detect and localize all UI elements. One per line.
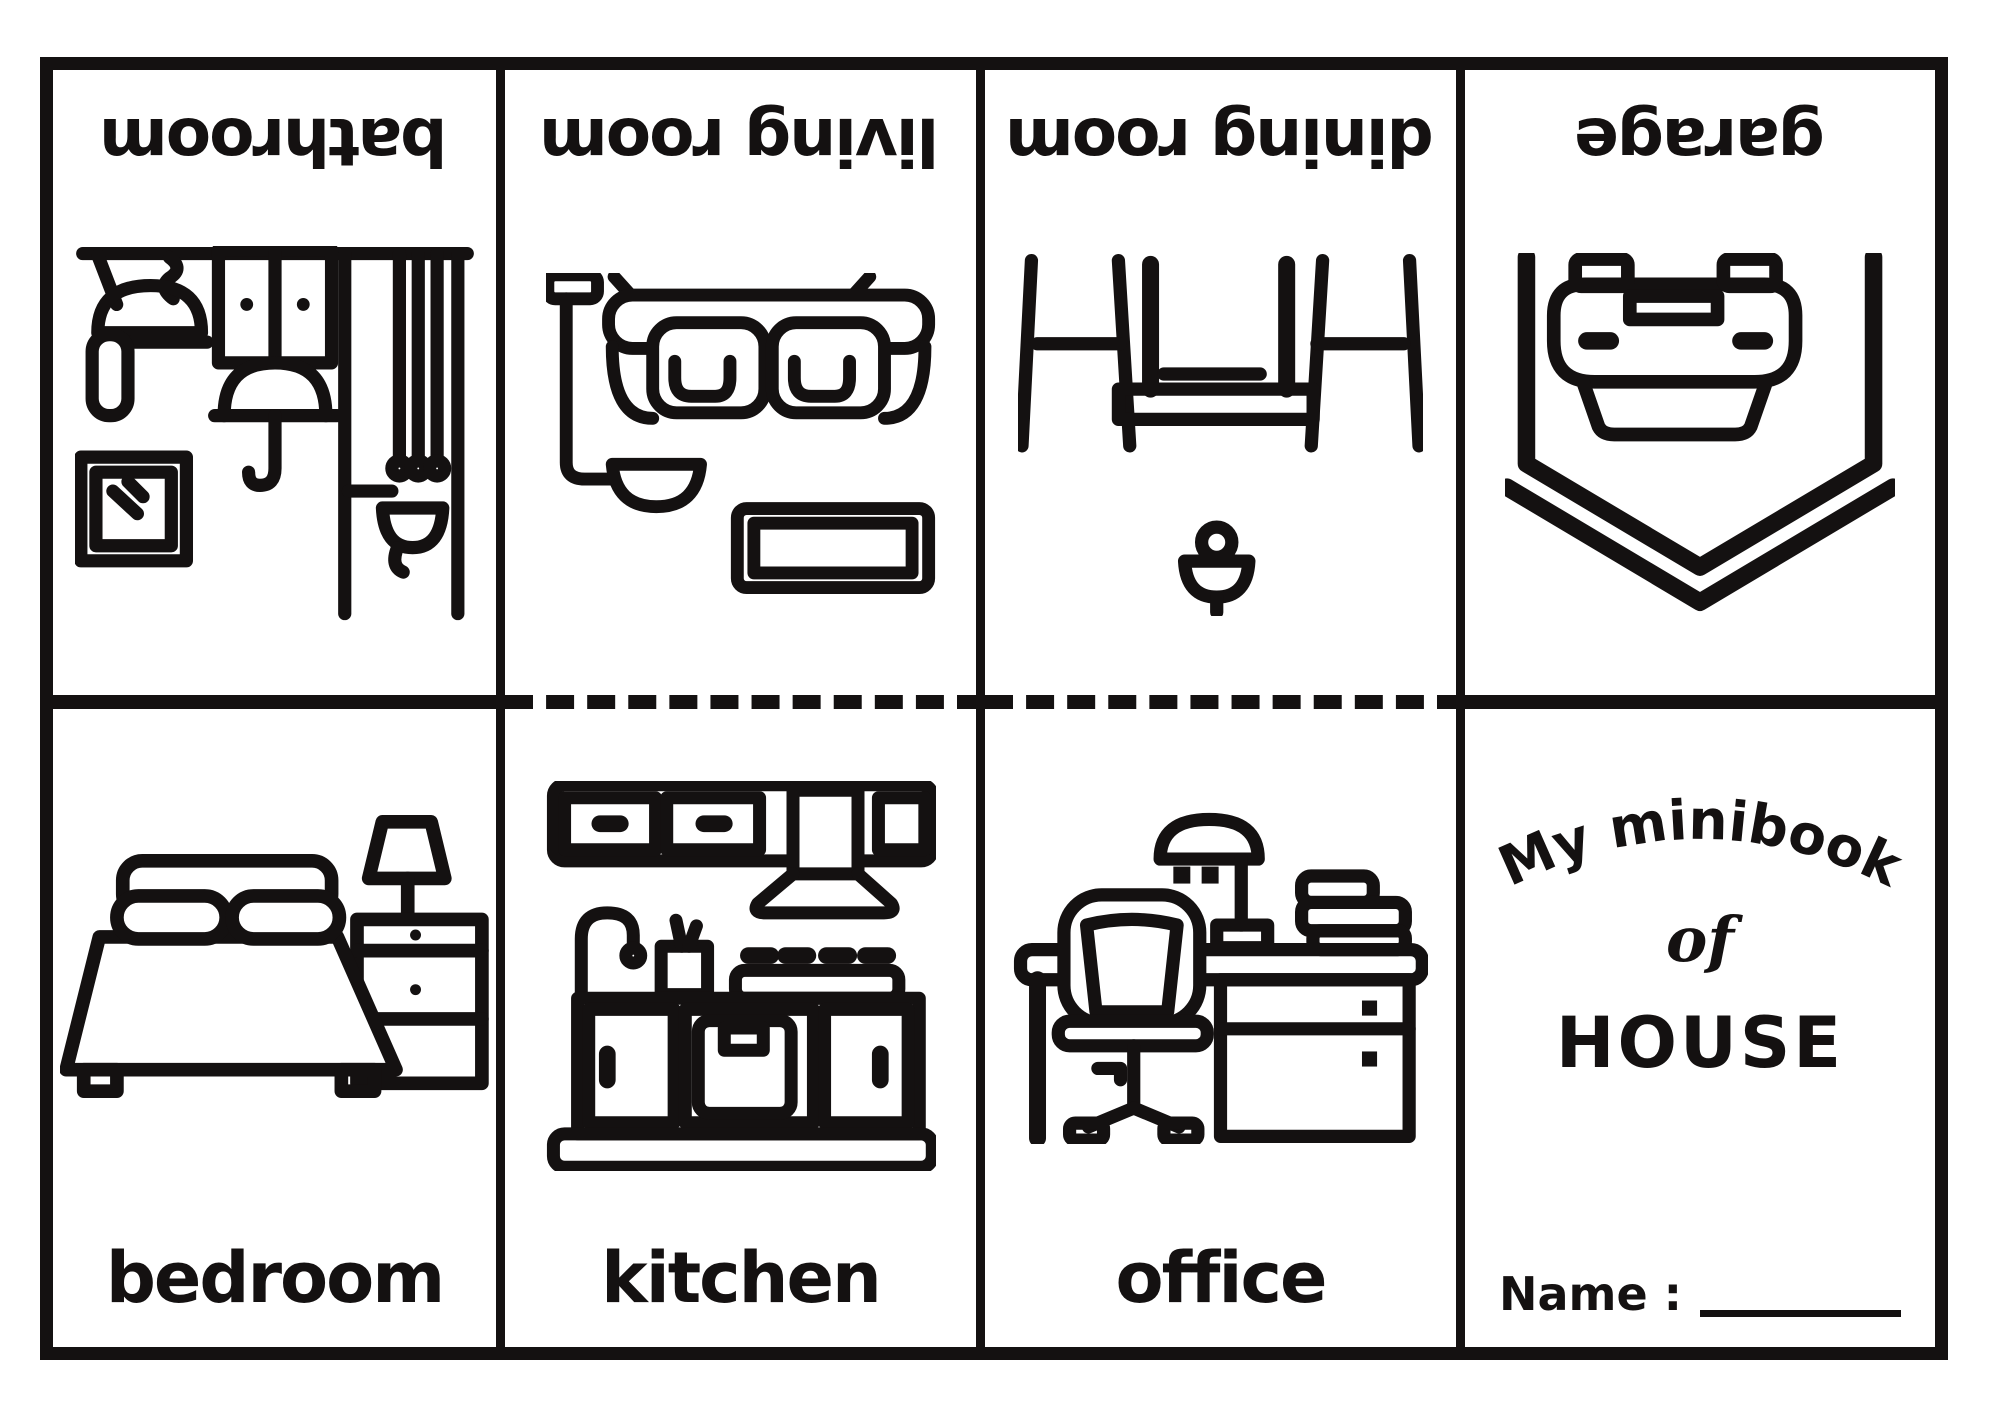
bedroom-label: bedroom (105, 1237, 445, 1319)
office-label: office (1115, 1237, 1328, 1319)
title-line3: HOUSE (1555, 1001, 1845, 1084)
kitchen-label: kitchen (601, 1237, 882, 1319)
name-row: Name : (1493, 1271, 1907, 1317)
living-room-iconbox (505, 174, 976, 695)
panel-kitchen: kitchen (505, 708, 985, 1347)
kitchen-iconbox (505, 709, 976, 1244)
bed-icon (59, 814, 489, 1098)
bathroom-icon (74, 245, 474, 620)
dining-room-label: dining room (1007, 103, 1434, 180)
bathroom-label: bathroom (101, 103, 448, 180)
title-line2: of (1665, 902, 1735, 976)
panel-dining-room: dining room (985, 70, 1465, 709)
panel-bedroom: bedroom (53, 708, 505, 1347)
sofa-lamp-tv-icon (545, 273, 935, 595)
panel-office: office (985, 708, 1465, 1347)
panel-bathroom: bathroom (53, 70, 505, 709)
minibook-grid: bathroom (40, 57, 1948, 1360)
panel-living-room: living room (505, 70, 985, 709)
dining-table-icon (1018, 253, 1423, 616)
title-line1: My minibook (1489, 787, 1913, 899)
title-arched-text: My minibook (1489, 787, 1913, 899)
panel-title: My minibook of HOUSE Name : (1465, 708, 1935, 1347)
name-blank-line[interactable] (1700, 1307, 1901, 1317)
bedroom-iconbox (53, 709, 496, 1244)
garage-label: garage (1575, 103, 1825, 180)
bathroom-iconbox (53, 174, 496, 695)
name-label: Name : (1499, 1267, 1683, 1321)
office-desk-icon (1013, 812, 1428, 1144)
panel-garage: garage (1465, 70, 1935, 709)
dining-room-iconbox (985, 174, 1456, 695)
garage-iconbox (1465, 174, 1935, 695)
office-iconbox (985, 709, 1456, 1244)
kitchen-icon (546, 780, 936, 1171)
living-room-label: living room (541, 103, 940, 180)
svg-text:My minibook: My minibook (1489, 787, 1913, 899)
garage-car-icon (1505, 252, 1895, 611)
